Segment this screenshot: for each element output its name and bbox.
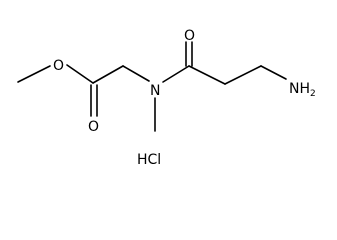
amine-label: NH2 — [289, 81, 316, 99]
bond-namide-camide — [162, 65, 190, 83]
bond-ch2a-ch2b — [224, 65, 262, 85]
ester-carbonyl-oxygen-label: O — [88, 119, 99, 135]
amide-carbonyl-oxygen-label: O — [184, 28, 195, 44]
bond-oester-ccarbonyl — [66, 64, 94, 84]
bond-camide-ch2a — [188, 65, 226, 85]
chemical-structure: O O N O NH2 HCl — [17, 28, 316, 168]
amine-main-text: NH — [289, 81, 310, 97]
bond-ccarbonyl-ch2 — [92, 65, 124, 84]
salt-label: HCl — [137, 152, 161, 168]
amide-nitrogen-label: N — [150, 83, 160, 99]
bond-methyl-oester — [17, 65, 51, 83]
ester-oxygen-label: O — [53, 58, 64, 74]
bond-ch2-namide — [122, 65, 150, 82]
amine-subscript: 2 — [310, 89, 316, 99]
bond-ch2b-amine — [260, 65, 287, 80]
